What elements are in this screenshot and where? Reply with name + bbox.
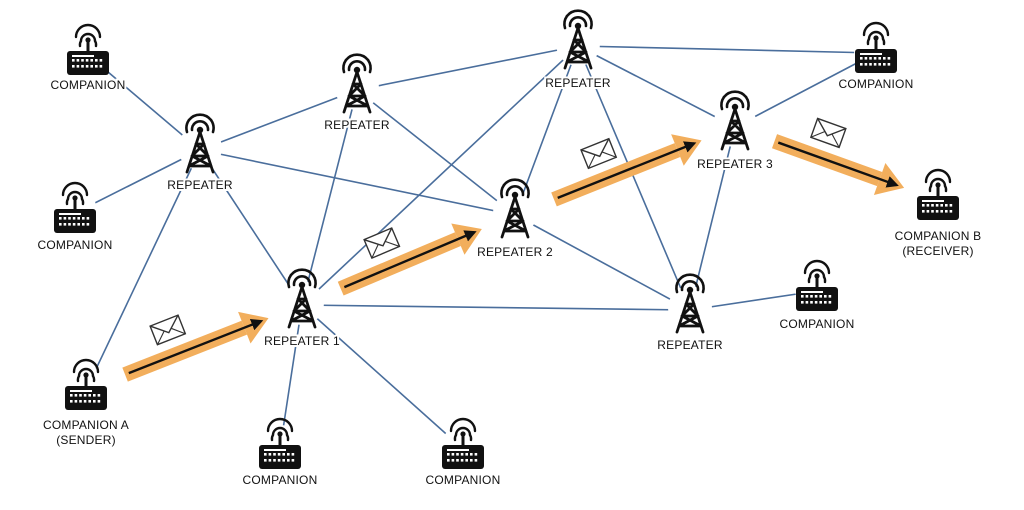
route-arrow-1 (122, 311, 269, 382)
link-rep_topmid-rep_2 (514, 45, 579, 216)
node-label: COMPANION B (895, 229, 982, 243)
link-rep_3-rep_br (689, 126, 736, 311)
radio-tower-icon (563, 9, 593, 70)
node-rep_br: REPEATER (655, 273, 725, 354)
node-label: COMPANION (38, 238, 113, 252)
envelope-icon (149, 314, 187, 346)
radio-device-icon (442, 417, 484, 469)
radio-tower-icon (185, 113, 215, 174)
radio-device-icon (67, 23, 109, 75)
route-arrow-2 (337, 223, 482, 296)
node-label: COMPANION A (43, 418, 129, 432)
node-comp_l: COMPANION (36, 181, 114, 254)
link-rep_left-rep_top (199, 89, 358, 151)
radio-tower-icon (720, 90, 750, 151)
link-rep_1-comp_b2 (301, 304, 464, 450)
node-comp_tl: COMPANION (49, 23, 127, 94)
node-rep_1: REPEATER 1 (262, 268, 342, 350)
route-arrow-line (557, 141, 697, 200)
link-rep_1-rep_topmid (301, 45, 579, 306)
node-rep_3: REPEATER 3 (695, 90, 775, 173)
radio-device-icon (259, 417, 301, 469)
radio-device-icon (917, 168, 959, 220)
link-rep_topmid-rep_3 (577, 45, 736, 128)
radio-tower-icon (342, 53, 372, 114)
node-comp_tr: COMPANION (837, 21, 915, 93)
node-label: REPEATER (545, 76, 611, 90)
node-label: (RECEIVER) (902, 244, 973, 258)
envelope-icon (580, 137, 618, 170)
link-rep_2-rep_br (514, 214, 691, 311)
message-route-layer (122, 117, 905, 382)
radio-device-icon (796, 259, 838, 311)
node-comp_b: COMPANION B(RECEIVER) (893, 168, 983, 260)
link-rep_3-comp_tr (734, 52, 877, 128)
link-rep_top-rep_2 (356, 89, 516, 216)
node-label: COMPANION (51, 78, 126, 92)
link-rep_left-rep_1 (199, 149, 303, 306)
link-comp_l-rep_left (74, 149, 201, 214)
route-arrow-3 (551, 134, 702, 207)
node-label: REPEATER 3 (697, 157, 773, 171)
radio-device-icon (54, 181, 96, 233)
route-arrow-line (777, 141, 899, 188)
radio-device-icon (65, 358, 107, 410)
envelope-icon (363, 227, 401, 260)
node-rep_top: REPEATER (322, 53, 392, 134)
link-rep_topmid-comp_tr (577, 45, 877, 54)
link-rep_1-rep_br (301, 304, 691, 311)
link-comp_a-rep_left (85, 149, 201, 391)
node-comp_b1: COMPANION (241, 417, 319, 489)
radio-device-icon (855, 21, 897, 73)
node-label: REPEATER 2 (477, 245, 553, 259)
node-rep_topmid: REPEATER (543, 9, 613, 92)
route-arrow-line (343, 230, 477, 289)
node-label: COMPANION (839, 77, 914, 91)
link-rep_top-rep_topmid (356, 45, 579, 91)
node-label: REPEATER (167, 178, 233, 192)
envelope-icon (809, 117, 847, 149)
radio-tower-icon (500, 178, 530, 239)
node-comp_a: COMPANION A(SENDER) (41, 358, 131, 449)
node-rep_2: REPEATER 2 (475, 178, 555, 261)
link-rep_left-rep_2 (199, 149, 516, 216)
node-label: (SENDER) (56, 433, 116, 447)
node-label: COMPANION (243, 473, 318, 487)
route-arrow-4 (771, 117, 905, 196)
node-label: REPEATER (657, 338, 723, 352)
node-comp_r: COMPANION (778, 259, 856, 333)
radio-tower-icon (287, 268, 317, 329)
radio-tower-icon (675, 273, 705, 334)
route-arrow-line (128, 319, 264, 375)
links-layer (74, 45, 877, 450)
link-rep_topmid-rep_br (577, 45, 691, 311)
link-rep_top-rep_1 (301, 89, 358, 306)
node-label: REPEATER 1 (264, 334, 340, 348)
node-label: COMPANION (780, 317, 855, 331)
node-rep_left: REPEATER (165, 113, 235, 194)
node-comp_b2: COMPANION (424, 417, 502, 489)
node-label: COMPANION (426, 473, 501, 487)
node-label: REPEATER (324, 118, 390, 132)
link-rep_1-comp_b1 (279, 304, 303, 450)
